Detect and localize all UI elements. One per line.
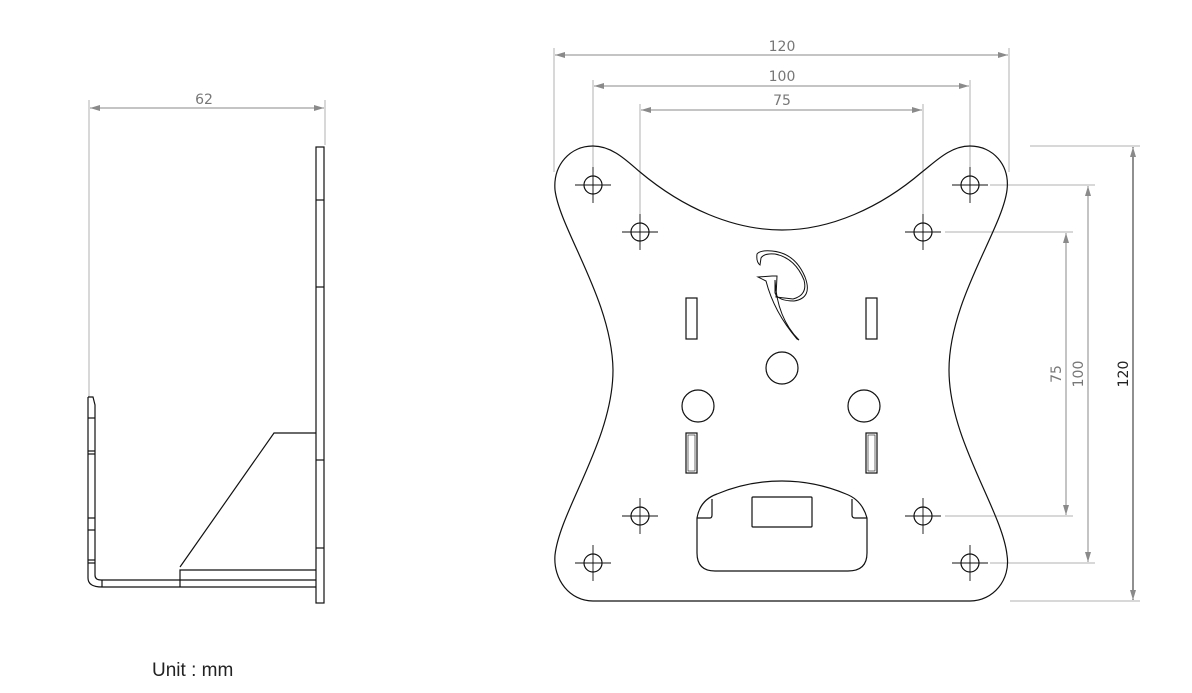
unit-label: Unit : mm bbox=[152, 660, 234, 681]
logo-p-icon bbox=[756, 250, 808, 341]
side-view: 62 bbox=[87, 92, 326, 604]
dimension-label-120-horizontal: 120 bbox=[769, 39, 796, 55]
dimension-label-100-vertical: 100 bbox=[1071, 361, 1087, 388]
front-view-dimensions: 120 100 75 75 100 120 bbox=[553, 39, 1140, 602]
mounting-hole bbox=[622, 498, 658, 534]
slot bbox=[865, 432, 878, 474]
back-plate bbox=[315, 146, 325, 604]
slot bbox=[685, 297, 698, 340]
mounting-hole bbox=[905, 498, 941, 534]
slot bbox=[685, 432, 698, 474]
dimension-label-75-horizontal: 75 bbox=[773, 93, 791, 109]
front-view-plate bbox=[554, 145, 1009, 602]
slot bbox=[865, 297, 878, 340]
mounting-hole bbox=[952, 545, 988, 581]
mounting-hole bbox=[952, 167, 988, 203]
mounting-hole bbox=[622, 214, 658, 250]
dimension-label-120-vertical: 120 bbox=[1116, 361, 1132, 388]
round-hole bbox=[681, 389, 715, 423]
mounting-hole bbox=[575, 167, 611, 203]
round-hole bbox=[765, 351, 799, 385]
mounting-hole bbox=[575, 545, 611, 581]
shelf bbox=[88, 396, 316, 581]
dimension-label-75-vertical: 75 bbox=[1049, 365, 1065, 383]
cutout-window bbox=[751, 496, 813, 528]
dimension-label-62: 62 bbox=[195, 92, 213, 108]
cable-cutout bbox=[696, 480, 868, 572]
mounting-hole bbox=[905, 214, 941, 250]
gusset bbox=[179, 432, 316, 587]
plate-outline bbox=[554, 145, 1009, 602]
dimension-label-100-horizontal: 100 bbox=[769, 69, 796, 85]
round-hole bbox=[847, 389, 881, 423]
